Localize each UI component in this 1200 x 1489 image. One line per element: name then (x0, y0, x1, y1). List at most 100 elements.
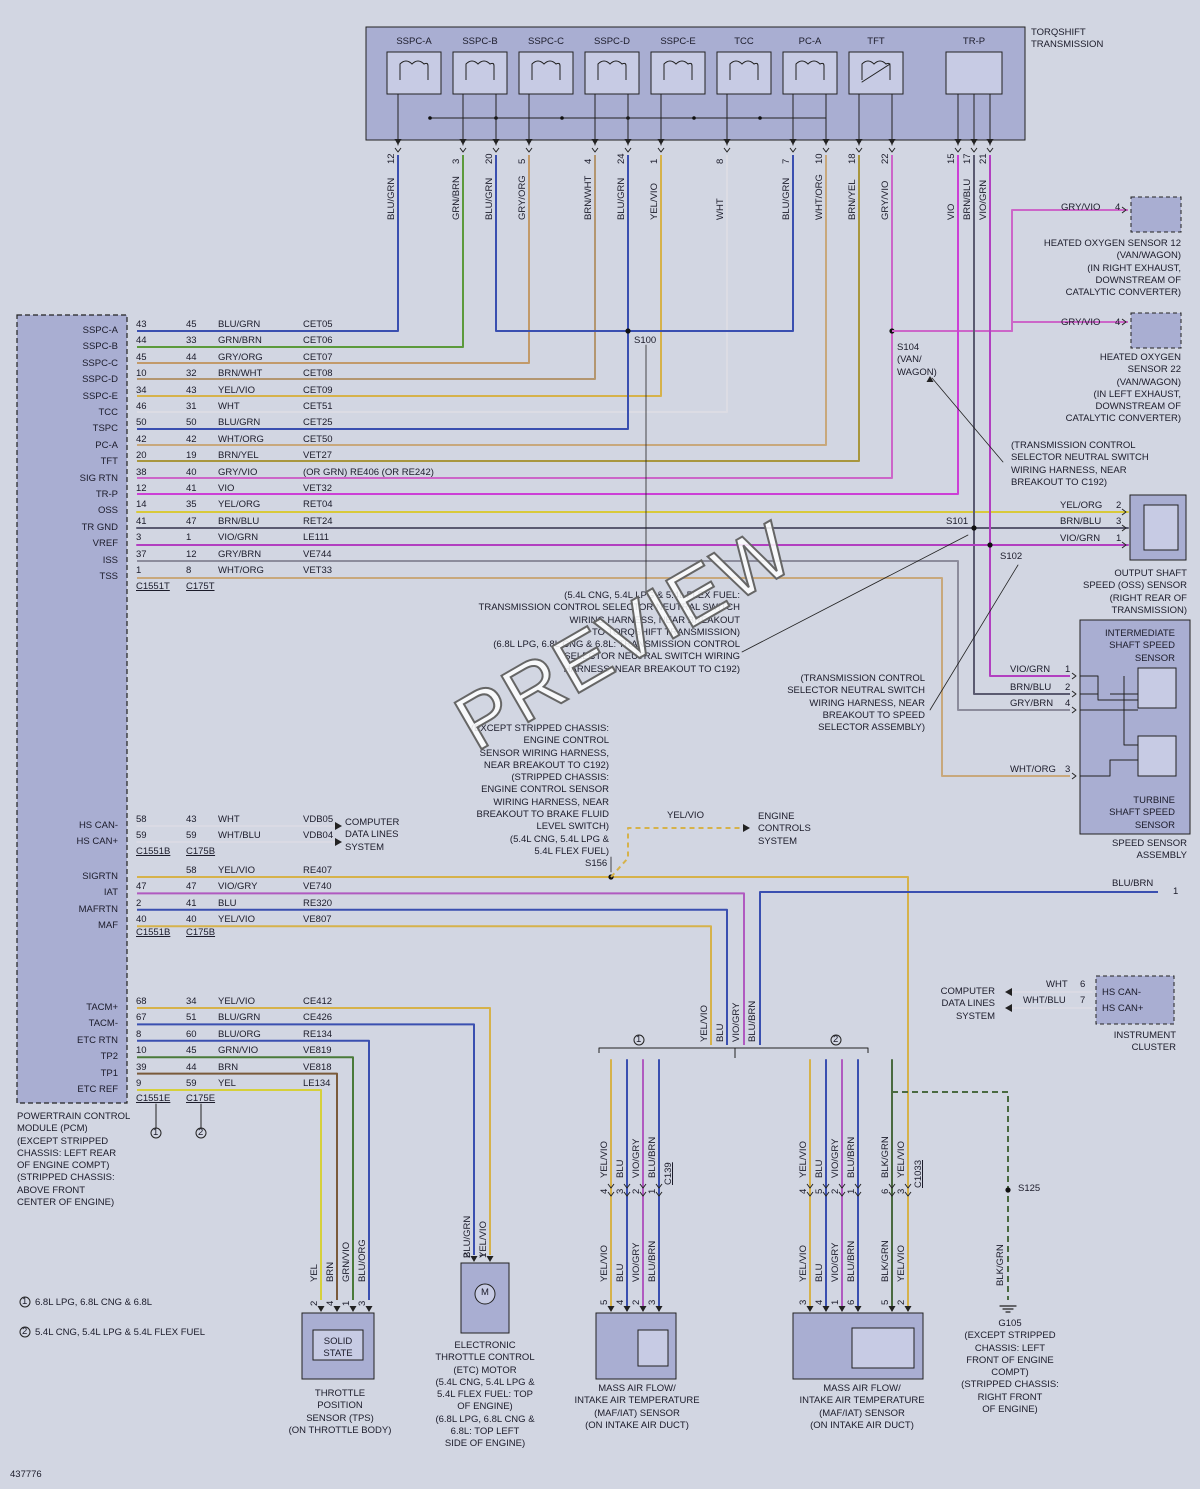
ho2s22-chevron (1121, 318, 1127, 326)
pcm-pin-p2: 32 (186, 368, 197, 380)
trans-pin-number: 18 (847, 153, 858, 164)
ssa-chevron (1071, 690, 1077, 698)
pcm-pin-p1: 14 (136, 499, 147, 511)
pcm-circuit: LE134 (303, 1078, 331, 1089)
pcm-pin-name: TR-P (95, 489, 118, 500)
maf2-lead-arrow (854, 1306, 862, 1312)
instrument-cluster-label: INSTRUMENT CLUSTER (1113, 1030, 1176, 1054)
transmission-title: TORQSHIFT TRANSMISSION (1031, 27, 1104, 51)
pcm-pin-p1: 9 (136, 1078, 142, 1089)
trans-lead-arrow (855, 139, 863, 145)
ssa-pin: 1 (1065, 664, 1071, 675)
maf2-lead-arrow (838, 1306, 846, 1312)
trans-pin-chevron (855, 147, 863, 153)
splice-s125 (1005, 1187, 1011, 1193)
pcm-circuit: CET08 (303, 368, 333, 380)
maf2-lower-color: YEL/VIO (896, 1245, 907, 1282)
wire-sspc-c (137, 155, 530, 364)
maf2-upper-chevron (806, 1191, 814, 1197)
bundle-bracket-left (598, 1047, 736, 1058)
maf2-lead-arrow (904, 1306, 912, 1312)
ho2s22-pin: 4 (1115, 317, 1121, 328)
pcm-wire-color: VIO/GRY (218, 881, 258, 893)
maf2-lower-pin: 5 (880, 1299, 891, 1305)
solenoid-box (584, 51, 640, 95)
solenoid-box (782, 51, 838, 95)
pcm-pin-p1: 39 (136, 1061, 147, 1073)
maf2-lower-color: YEL/VIO (798, 1245, 809, 1282)
trans-pin-number: 15 (946, 153, 957, 164)
trans-lead-arrow (986, 139, 994, 145)
pcm-circuit: VE818 (303, 1061, 332, 1073)
pcm-pin-p2: 59 (186, 830, 197, 842)
maf1-upper-chevron (607, 1191, 615, 1197)
pcm-wire-color: YEL/VIO (218, 996, 255, 1007)
maf1-connector: C139 (663, 1162, 674, 1185)
ho2s22-label: HEATED OXYGEN SENSOR 22 (VAN/WAGON) (IN … (1065, 352, 1181, 425)
wire-sspc-e (137, 155, 662, 397)
pcm-pin-name: TSPC (92, 423, 118, 435)
oss-pin: 2 (1116, 500, 1122, 511)
trans-pin-number: 10 (814, 153, 825, 164)
pcm-pin-p1: 44 (136, 335, 147, 347)
splice-s101-label: S101 (946, 516, 969, 527)
trp-sensor-box (945, 51, 1003, 95)
pcm-pin-p2: 45 (186, 1045, 197, 1057)
pcm-wire-color: BRN/YEL (218, 450, 259, 462)
bundle-wire-color: BLU/BRN (747, 1000, 758, 1042)
pcm-pin-p2: 12 (186, 548, 197, 560)
tss-label: TURBINE SHAFT SPEED SENSOR (1109, 795, 1175, 831)
pcm-wire-color: BRN/WHT (218, 368, 263, 380)
trans-lead-arrow (624, 139, 632, 145)
maf2-upper-color: YEL/VIO (896, 1141, 907, 1178)
maf2-lower-color: VIO/GRY (830, 1242, 841, 1282)
maf2-label: MASS AIR FLOW/ INTAKE AIR TEMPERATURE (M… (799, 1383, 925, 1431)
maf2-upper-pin: 4 (798, 1188, 809, 1194)
pcm-pin-name: IAT (103, 887, 118, 899)
oss-wire-color: BRN/BLU (1060, 516, 1102, 527)
ssa-chevron (1071, 672, 1077, 680)
wire-tacm-minus (137, 1023, 475, 1255)
pcm-pin-p2: 41 (186, 897, 197, 909)
pcm-pin-p1: 34 (136, 384, 147, 396)
pcm-pin-p1: 10 (136, 368, 147, 380)
trans-pin-number: 1 (649, 158, 660, 164)
maf2-inner-box (851, 1327, 915, 1369)
computer-data-lines-label: COMPUTER DATA LINES SYSTEM (345, 817, 400, 853)
pcm-pin-name: ETC RTN (77, 1034, 118, 1046)
trans-wire-color: BRN/BLU (962, 178, 973, 220)
leader-s102 (929, 564, 1019, 711)
callout-1-num: 1 (636, 1034, 642, 1045)
trans-pin-chevron (954, 147, 962, 153)
blu-brn-label: BLU/BRN (1112, 878, 1154, 889)
pcm-pin-name: TP2 (100, 1051, 118, 1063)
wire-maf (137, 925, 712, 1045)
ic-arrow (1005, 988, 1012, 996)
splice-s125-label: S125 (1018, 1183, 1041, 1194)
trans-wire-color: BLU/GRN (781, 177, 792, 220)
pcm-connector: C1551B (136, 846, 171, 857)
oss-label: OUTPUT SHAFT SPEED (OSS) SENSOR (RIGHT R… (1083, 568, 1187, 616)
trans-wire-color: GRY/ORG (517, 175, 528, 220)
maf1-upper-color: BLU/BRN (647, 1136, 658, 1178)
pcm-pin-name: TCC (98, 407, 118, 418)
maf2-upper-chevron (904, 1191, 912, 1197)
engine-controls-label: ENGINE CONTROLS SYSTEM (758, 811, 811, 847)
trans-pin-number: 17 (962, 153, 973, 164)
wire-sspc-d (137, 155, 596, 380)
splice-s100-label: S100 (634, 335, 657, 346)
oss-pin: 3 (1116, 516, 1122, 527)
splice-s100 (625, 328, 631, 334)
maf2-upper-chevron (904, 1183, 912, 1189)
trans-pin-chevron (822, 147, 830, 153)
tps-state-label: SOLID STATE (323, 1336, 353, 1360)
callout-2-circle (830, 1034, 842, 1046)
wire-mafrtn (137, 908, 728, 1045)
pcm-connector: C175B (186, 846, 216, 857)
pcm-pin-p1: 45 (136, 351, 147, 363)
leader-s101 (741, 534, 969, 653)
trans-pin-chevron (394, 147, 402, 153)
trans-lead-arrow (492, 139, 500, 145)
pcm-circuit: VE744 (303, 548, 332, 560)
pcm-wire-color: GRN/VIO (218, 1045, 259, 1057)
